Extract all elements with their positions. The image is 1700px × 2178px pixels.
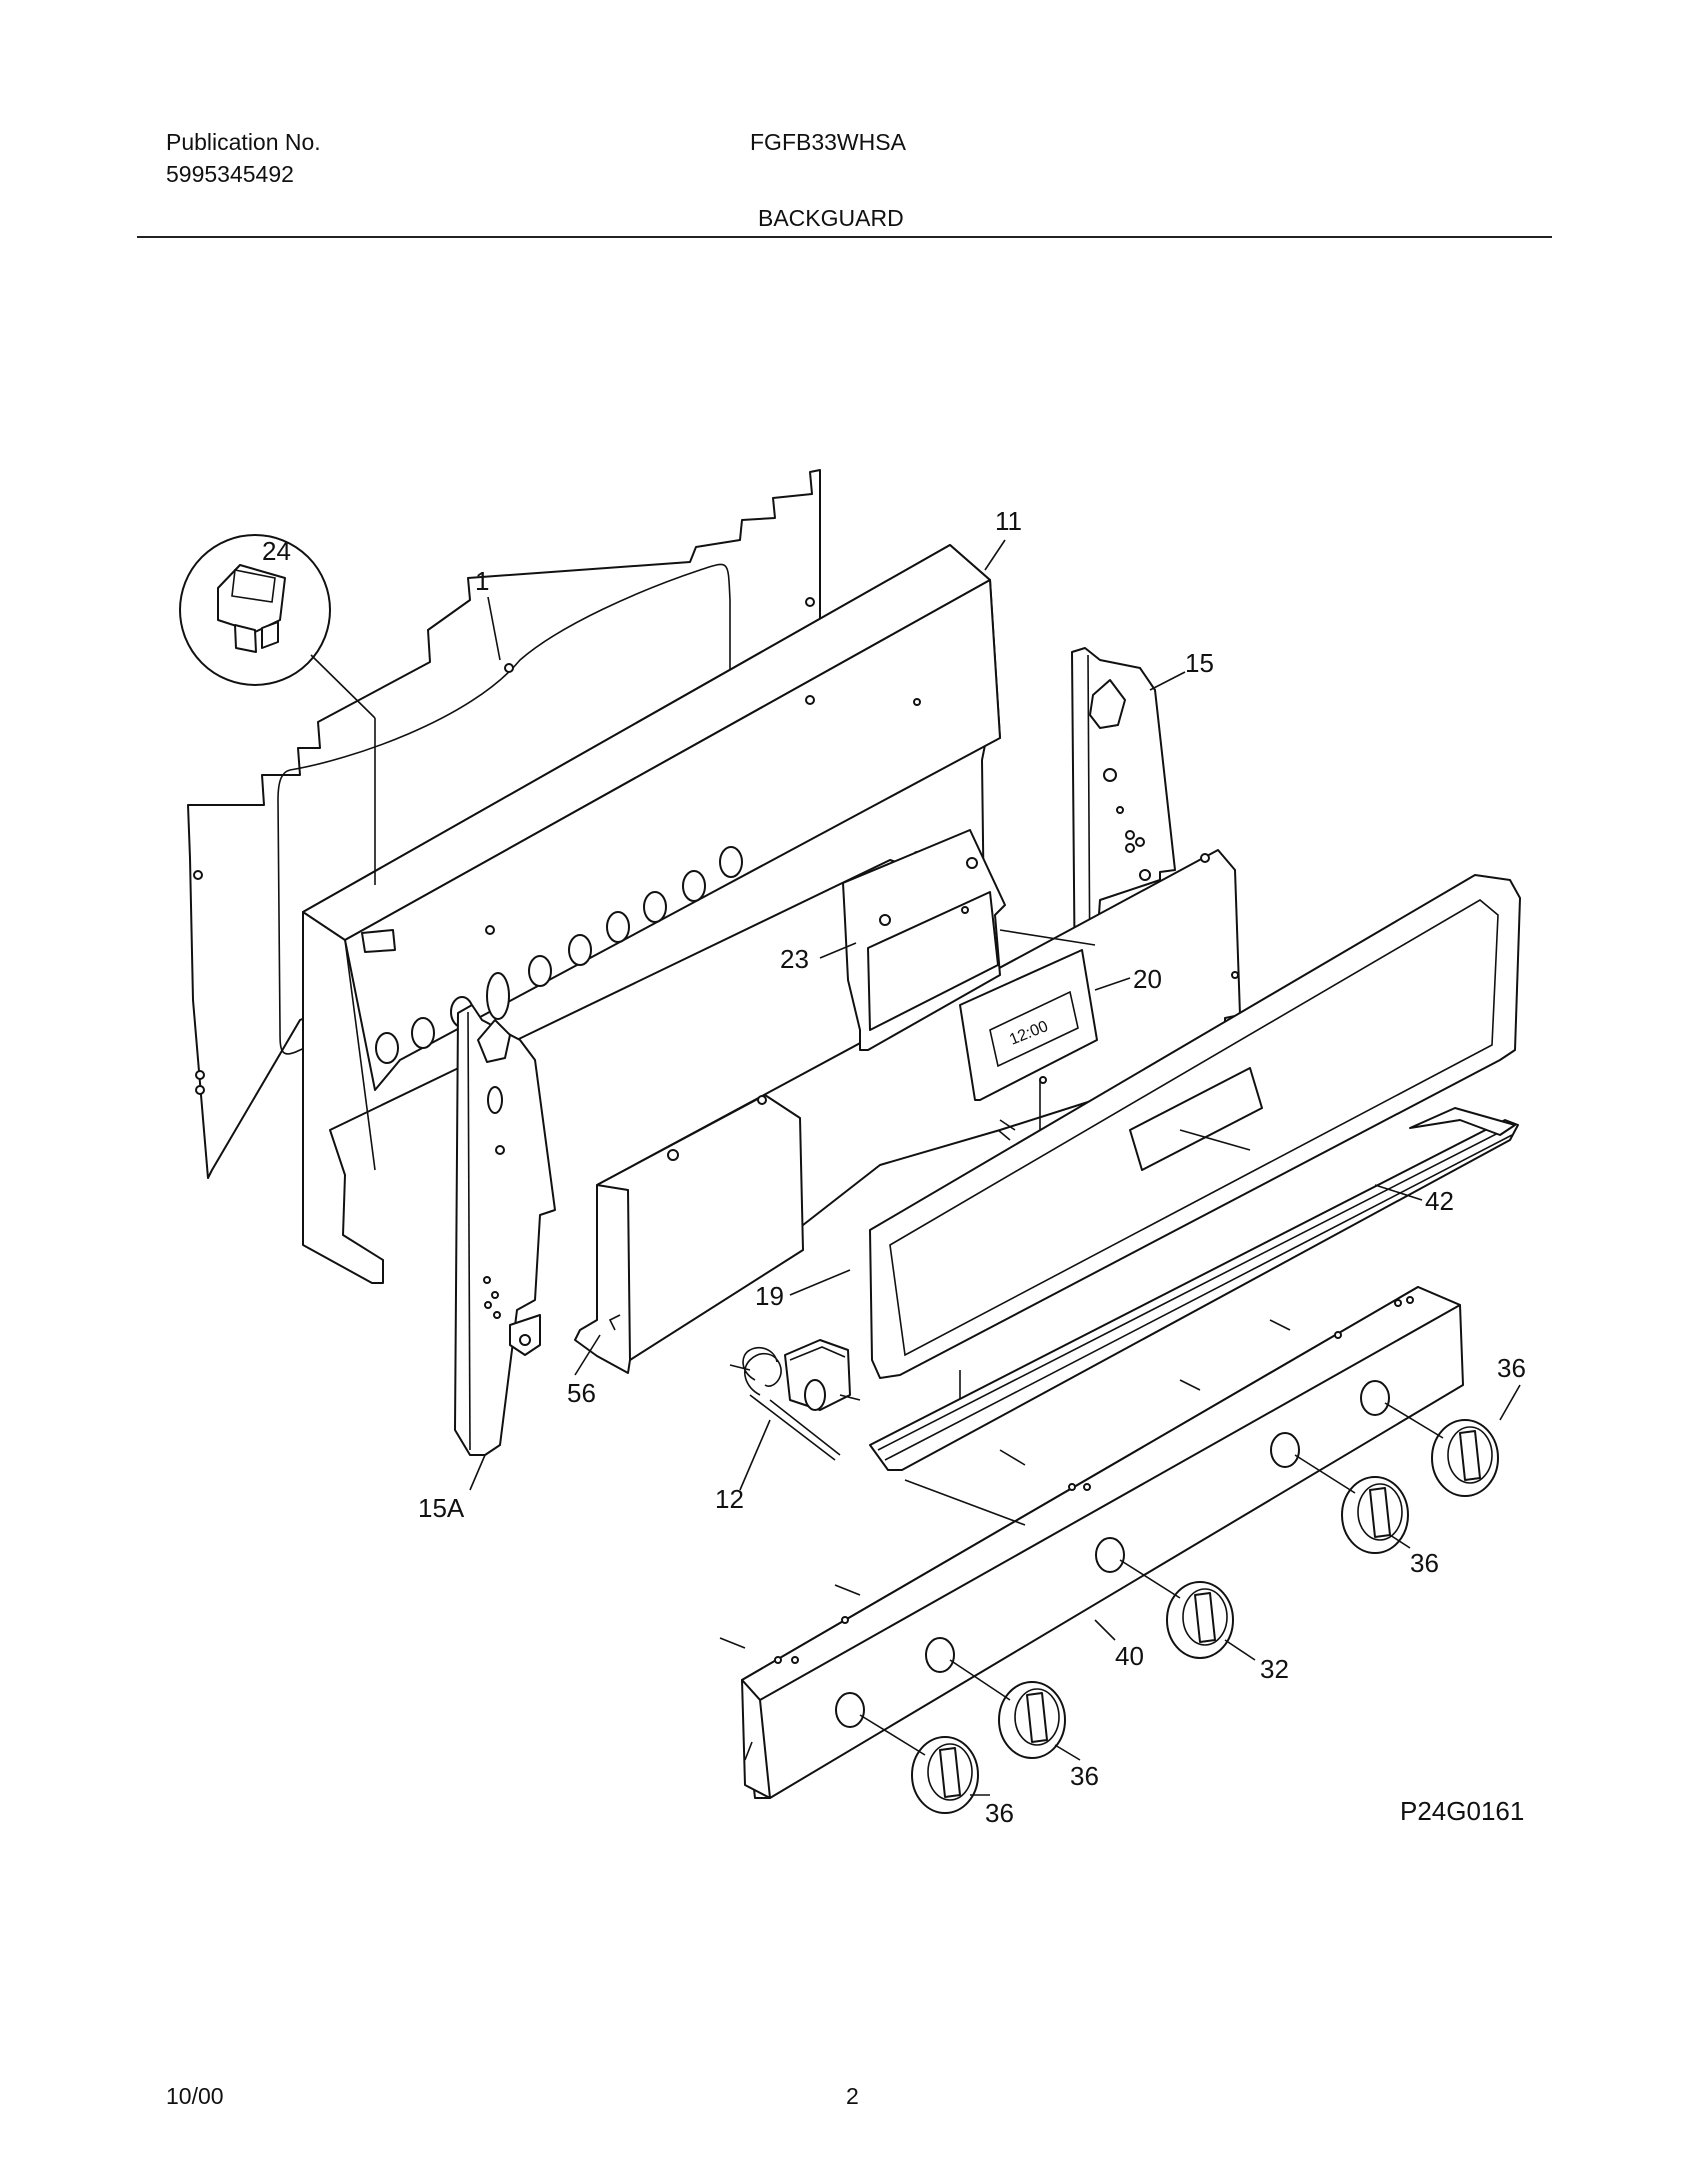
callout-23: 23 [780,944,809,974]
trim-strip [869,1107,1519,1471]
callout-36-top-right: 36 [1497,1353,1526,1383]
left-end-bracket [454,1004,556,1456]
main-backguard [302,544,1001,1284]
knob-36-lower-mid [949,1659,1066,1759]
page-number: 2 [846,2083,859,2109]
header-rule [137,236,1552,238]
callout-1: 1 [475,566,489,596]
model-number: FGFB33WHSA [750,129,906,155]
control-panel-holes [835,1380,1390,1728]
clock-overlay: 12:00 [959,929,1098,1140]
knob-36-top-right [1384,1402,1499,1497]
control-panel-40 [719,1286,1464,1799]
section-title: BACKGUARD [758,205,904,231]
right-end-bracket [1071,647,1176,1001]
publication-label: Publication No. [166,129,321,155]
control-panel-overlay [869,874,1521,1420]
callout-36-lower-mid: 36 [1070,1761,1099,1791]
knobs [859,1402,1499,1814]
callout-20: 20 [1133,964,1162,994]
clock-bracket [842,829,1006,1051]
callout-40: 40 [1115,1641,1144,1671]
leader-lines [469,539,1521,1796]
callout-42: 42 [1425,1186,1454,1216]
callouts: 24 1 11 15 23 20 42 19 56 15A 12 36 36 3… [262,506,1526,1828]
callout-15a: 15A [418,1493,465,1523]
footer-date: 10/00 [166,2083,224,2109]
callout-12: 12 [715,1484,744,1514]
knob-36-bottom-left [859,1714,979,1814]
callout-32: 32 [1260,1654,1289,1684]
callout-56: 56 [567,1378,596,1408]
callout-24: 24 [262,536,291,566]
callout-36-upper-mid: 36 [1410,1548,1439,1578]
knob-36-upper-mid [1294,1454,1409,1554]
callout-36-bottom-left: 36 [985,1798,1014,1828]
thermostat [729,1339,861,1461]
callout-11: 11 [995,506,1022,536]
publication-number: 5995345492 [166,161,294,187]
knob-32-center [1119,1559,1234,1659]
drawing-id: P24G0161 [1400,1796,1524,1826]
rocker-switch-inset [179,534,376,885]
callout-19: 19 [755,1281,784,1311]
callout-15: 15 [1185,648,1214,678]
